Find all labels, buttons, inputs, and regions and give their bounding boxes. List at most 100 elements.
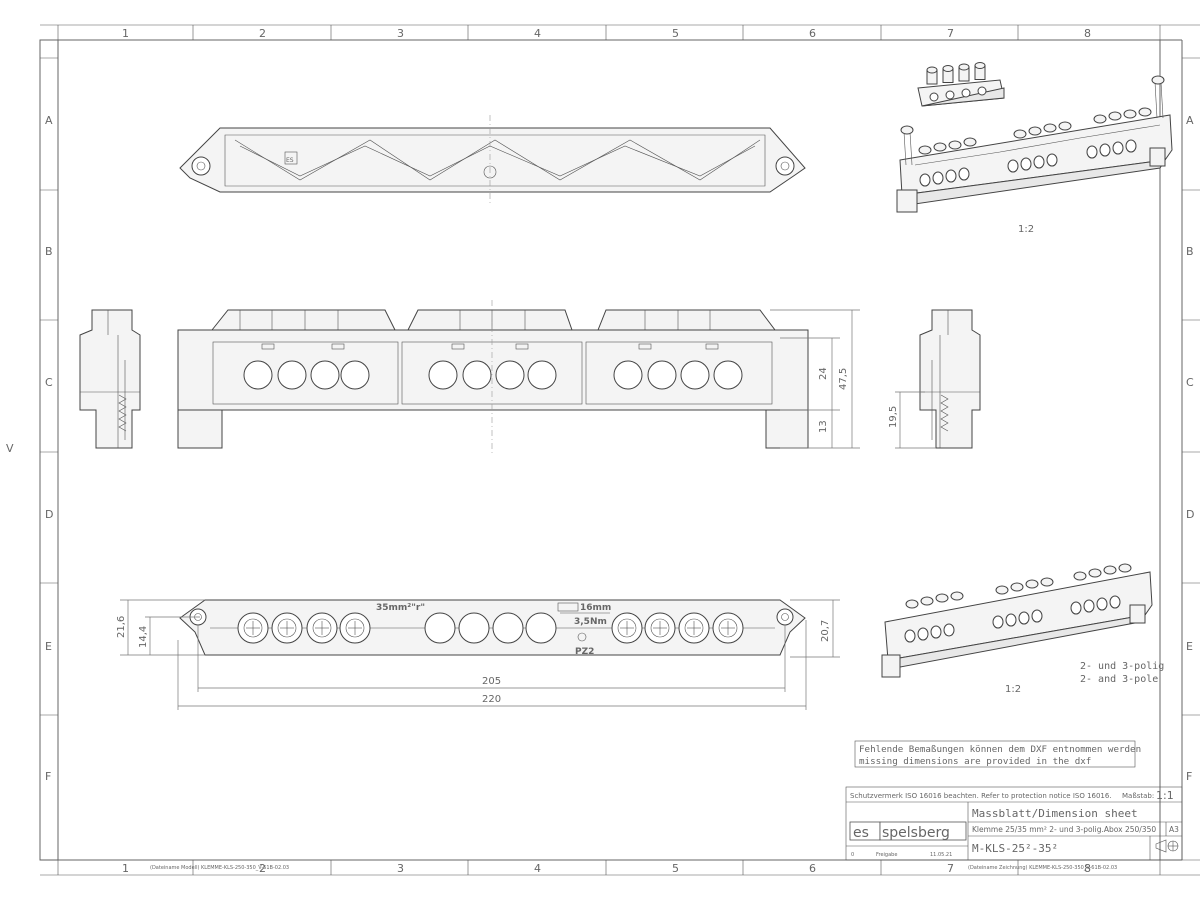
terminal-hole [613,360,643,390]
row-label: B [1186,245,1194,258]
bottom-hole-right [776,608,794,626]
iso-hole [1007,159,1019,173]
terminal-hole [310,360,340,390]
terminal-hole [462,360,492,390]
top-view: ES [179,115,806,205]
protection-notice: Schutzvermerk ISO 16016 beachten. Refer … [850,792,1112,800]
column-label: 4 [534,862,541,875]
terminal-hole [243,360,273,390]
column-label: 5 [672,862,679,875]
column-ticks: 1 1 2 2 3 3 4 4 5 5 6 6 7 7 8 8 [57,25,1161,875]
logo-mark-label: ES [286,157,294,164]
column-label: 2 [259,27,266,40]
column-label: 4 [534,27,541,40]
iso-top-scale: 1:2 [1018,224,1034,235]
row-label: D [45,508,53,521]
side-mark: V [6,442,14,455]
torque-label: 3,5Nm [574,617,607,627]
side-view-right: 19,5 [888,309,981,449]
terminal-hole [647,360,677,390]
iso-hole [919,173,931,187]
screw-hole [424,612,456,644]
iso-hole [1099,143,1111,157]
revision-index: 0 [851,852,854,858]
iso-hole [904,629,916,643]
terminal-hole [428,360,458,390]
iso-hole [1005,613,1017,627]
bottom-view: 35mm²"r" 16mm 3,5Nm PZ2 [179,599,806,657]
scale-value: 1:1 [1156,789,1174,802]
mounting-hole-left [191,156,211,176]
column-label: 2 [259,862,266,875]
column-label: 7 [947,862,954,875]
column-label: 3 [397,27,404,40]
column-label: 6 [809,862,816,875]
row-label: A [1186,114,1194,127]
logo-text: spelsberg [882,825,950,841]
pole-note-de: 2- und 3-polig [1080,661,1164,672]
iso-hole [1018,611,1030,625]
row-label: F [1186,770,1192,783]
column-label: 7 [947,27,954,40]
torque-size-label: 16mm [580,603,611,613]
row-label: C [45,376,53,389]
logo-es: es [853,825,869,841]
logo-mark [284,151,298,165]
dim-height-top: 24 [818,367,829,380]
scale-label: Maßstab: [1122,792,1154,800]
column-label: 3 [397,862,404,875]
row-label: E [45,640,52,653]
iso-hole [1086,145,1098,159]
dim-foot-height: 13 [818,420,829,433]
screw-hole [458,612,490,644]
iso-bottom-scale: 1:2 [1005,684,1021,695]
row-label: A [45,114,53,127]
iso-hole [945,169,957,183]
column-label: 1 [122,862,129,875]
front-dimensions: 24 13 47,5 [770,309,860,449]
iso-hole [1031,609,1043,623]
iso-hole [1046,153,1058,167]
footer-drawing: (Dateiname Zeichnung) KLEMME-KLS-250-350… [968,865,1117,871]
iso-hole [958,167,970,181]
revision-text: Freigabe [876,852,897,858]
sheet-title: Massblatt/Dimension sheet [972,807,1138,820]
row-label: D [1186,508,1194,521]
dim-width-outer: 21,6 [116,616,127,638]
terminal-hole [527,360,557,390]
iso-hole [930,625,942,639]
revision-date: 11.05.21 [930,852,952,858]
dim-length-inner: 205 [482,676,501,687]
terminal-hole [277,360,307,390]
column-label: 8 [1084,862,1091,875]
dxf-note: Fehlende Bemaßungen können dem DXF entno… [854,740,1141,768]
column-label: 1 [122,27,129,40]
dim-side-height: 19,5 [888,406,899,428]
note-line-en: missing dimensions are provided in the d… [859,756,1091,767]
terminal-hole [340,360,370,390]
column-label: 6 [809,27,816,40]
title-block: Schutzvermerk ISO 16016 beachten. Refer … [845,786,1183,861]
column-label: 5 [672,27,679,40]
iso-hole [1070,601,1082,615]
dim-width-right: 20,7 [820,620,831,642]
driver-label: PZ2 [575,647,594,657]
iso-hole [917,627,929,641]
iso-hole [1020,157,1032,171]
iso-view-bottom: 1:2 2- und 3-polig 2- and 3-pole [881,563,1164,695]
column-label: 8 [1084,27,1091,40]
front-view [177,300,809,455]
row-label: E [1186,640,1193,653]
wire-size-label: 35mm²"r" [376,603,425,613]
screw-hole [525,612,557,644]
pole-note-en: 2- and 3-pole [1080,674,1158,685]
iso-hole [1112,141,1124,155]
part-number: M-KLS-25²-35² [972,842,1058,855]
row-label: C [1186,376,1194,389]
bottom-dimensions: 21,6 14,4 20,7 205 220 [116,599,840,710]
iso-hole [1096,597,1108,611]
dim-height-total: 47,5 [838,368,849,390]
terminal-hole [713,360,743,390]
